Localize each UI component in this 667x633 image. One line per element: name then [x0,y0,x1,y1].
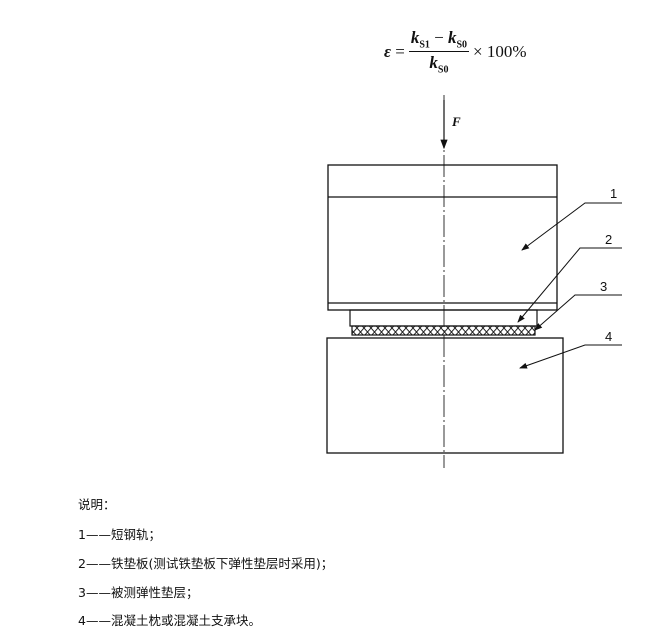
elastic-pad [351,325,536,336]
leader-lines [517,202,622,369]
sub: S0 [437,64,449,76]
concrete-sleeper [326,337,564,454]
numerator: kS1 − kS0 [408,28,470,53]
callout-2: 2 [605,232,613,247]
callout-4: 4 [605,329,613,344]
equals: = [395,41,405,61]
k: k [447,28,457,47]
sub: S1 [419,39,430,51]
note-item: 2——铁垫板(测试铁垫板下弹性垫层时采用)； [78,556,334,571]
note-item: 1——短钢轨； [78,527,161,542]
note-item: 3——被测弹性垫层； [78,585,199,600]
callout-1: 1 [610,186,618,201]
fraction: kS1 − kS0 kS0 [408,28,470,76]
epsilon: ε [384,41,391,61]
k: k [429,53,438,73]
sub: S0 [456,39,468,51]
formula: ε = kS1 − kS0 kS0 × 100% [384,28,527,76]
k: k [410,28,420,47]
notes-title: 说明： [78,497,116,512]
callout-3: 3 [600,279,608,294]
denominator: kS0 [429,52,448,75]
force-label: F [452,114,461,129]
short-rail [327,164,558,311]
minus: − [434,28,444,47]
times-100-percent: × 100% [473,41,527,61]
note-item: 4——混凝土枕或混凝土支承块。 [78,613,261,628]
